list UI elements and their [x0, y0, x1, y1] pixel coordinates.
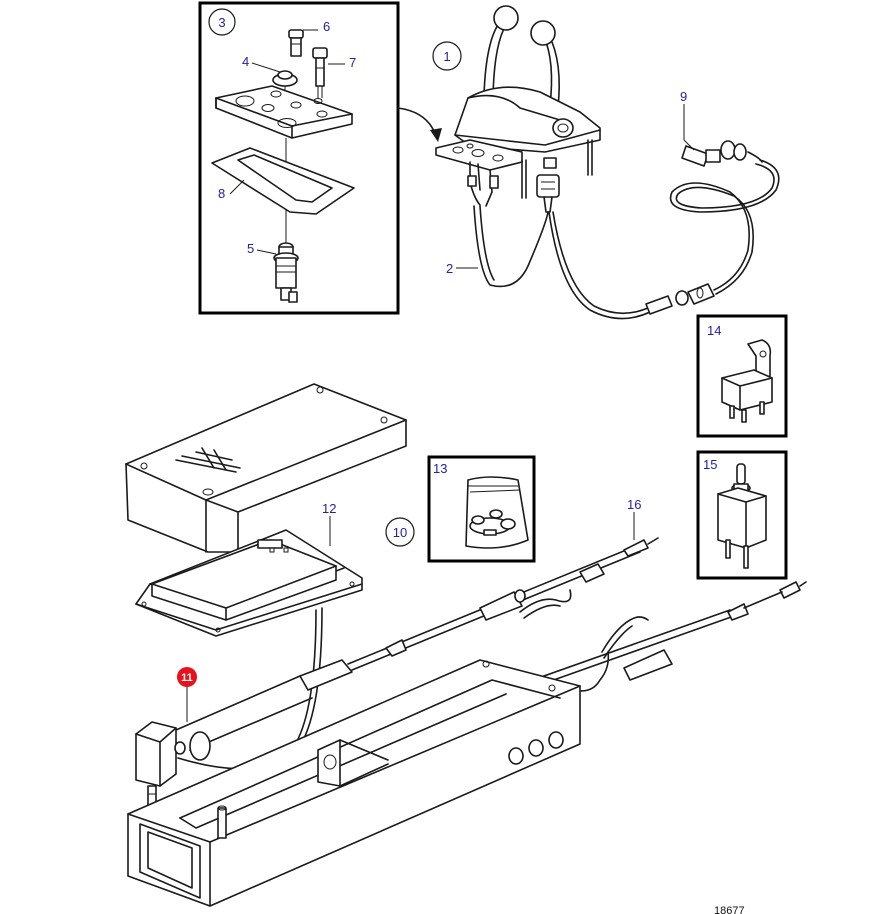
assembly-arrow: [397, 107, 437, 137]
callout-1: 1: [443, 49, 450, 64]
callout-14: 14: [707, 323, 721, 338]
callout-3: 3: [218, 15, 225, 30]
callout-6: 6: [323, 19, 330, 34]
callout-9: 9: [680, 89, 687, 104]
switch-6: [288, 29, 304, 57]
callout-10: 10: [393, 525, 407, 540]
callout-8: 8: [218, 186, 225, 201]
callout-4: 4: [242, 54, 249, 69]
callout-16: 16: [627, 497, 641, 512]
arrow-head: [430, 128, 442, 142]
drawing-reference: 18677: [714, 905, 745, 914]
callout-11-badge: [177, 667, 197, 687]
detail-box-14: 14: [696, 314, 788, 438]
callout-11: 11: [181, 672, 193, 684]
callout-7: 7: [349, 55, 356, 70]
control-box-cover: [125, 383, 407, 553]
switch-5: [273, 242, 299, 303]
panel-plate: [215, 85, 353, 139]
mounting-rail: [127, 659, 581, 907]
control-unit-12: [135, 529, 363, 770]
detail-box-15: 15: [696, 450, 788, 580]
callout-12: 12: [322, 501, 336, 516]
callout-5: 5: [247, 241, 254, 256]
switch-7: [312, 47, 328, 98]
detail-box-13: 13: [427, 455, 536, 563]
callout-15: 15: [703, 457, 717, 472]
actuator-11: [135, 675, 313, 811]
extension-cable-9: [548, 140, 780, 320]
gasket-8: [211, 147, 355, 215]
callout-13: 13: [433, 461, 447, 476]
callout-2: 2: [446, 261, 453, 276]
lever-control-1: 1: [432, 5, 601, 288]
detail-box-3: 3 6 7 4: [198, 1, 400, 315]
